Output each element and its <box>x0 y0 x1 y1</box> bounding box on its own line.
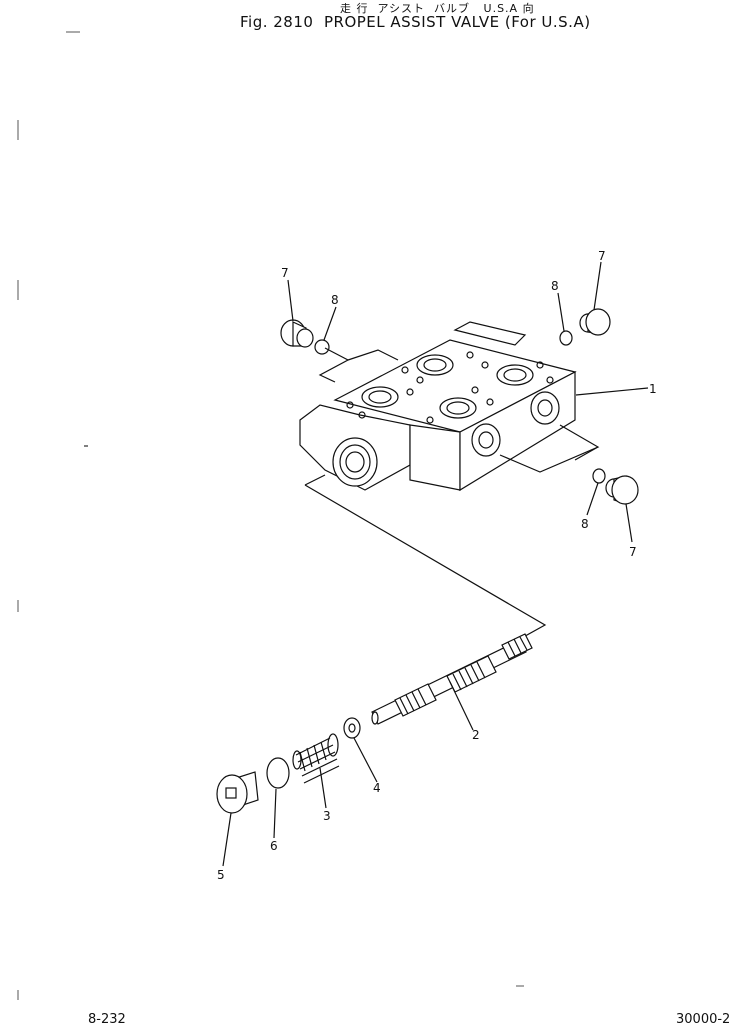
callout-6: 6 <box>270 839 278 853</box>
o-ring-plug <box>266 757 290 789</box>
plug-right-top <box>579 308 611 336</box>
callout-8-right-top: 8 <box>551 279 559 293</box>
callout-8-left: 8 <box>331 293 339 307</box>
plug-right-bottom <box>605 475 639 505</box>
washer <box>343 717 361 739</box>
scan-margin-marks <box>17 31 524 1000</box>
callout-8-right-bottom: 8 <box>581 517 589 531</box>
plug-left <box>280 319 314 348</box>
spool <box>371 633 533 725</box>
spring <box>292 733 340 784</box>
callout-leaders <box>222 261 649 867</box>
valve-body <box>299 321 577 492</box>
callout-2: 2 <box>472 728 480 742</box>
document-code: 30000-2 <box>676 1012 731 1027</box>
page-number: 8-232 <box>88 1012 126 1027</box>
callout-7-right-top: 7 <box>598 249 606 263</box>
o-ring-right-bottom <box>592 468 606 484</box>
callout-7-right-bottom: 7 <box>629 545 637 559</box>
figure-title: Fig. 2810 PROPEL ASSIST VALVE (For U.S.A… <box>240 13 591 31</box>
end-plug <box>216 771 259 814</box>
callout-labels: 1 2 3 4 5 6 7 7 7 8 8 8 <box>217 249 657 882</box>
figure-title-japanese: 走 行 アシスト バルブ U.S.A 向 <box>340 2 535 15</box>
callout-5: 5 <box>217 868 225 882</box>
o-ring-left <box>314 339 330 355</box>
o-ring-right-top <box>559 330 573 346</box>
callout-1: 1 <box>649 382 657 396</box>
assembly-leader-lines <box>304 347 600 641</box>
callout-4: 4 <box>373 781 381 795</box>
callout-3: 3 <box>323 809 331 823</box>
callout-7-left: 7 <box>281 266 289 280</box>
